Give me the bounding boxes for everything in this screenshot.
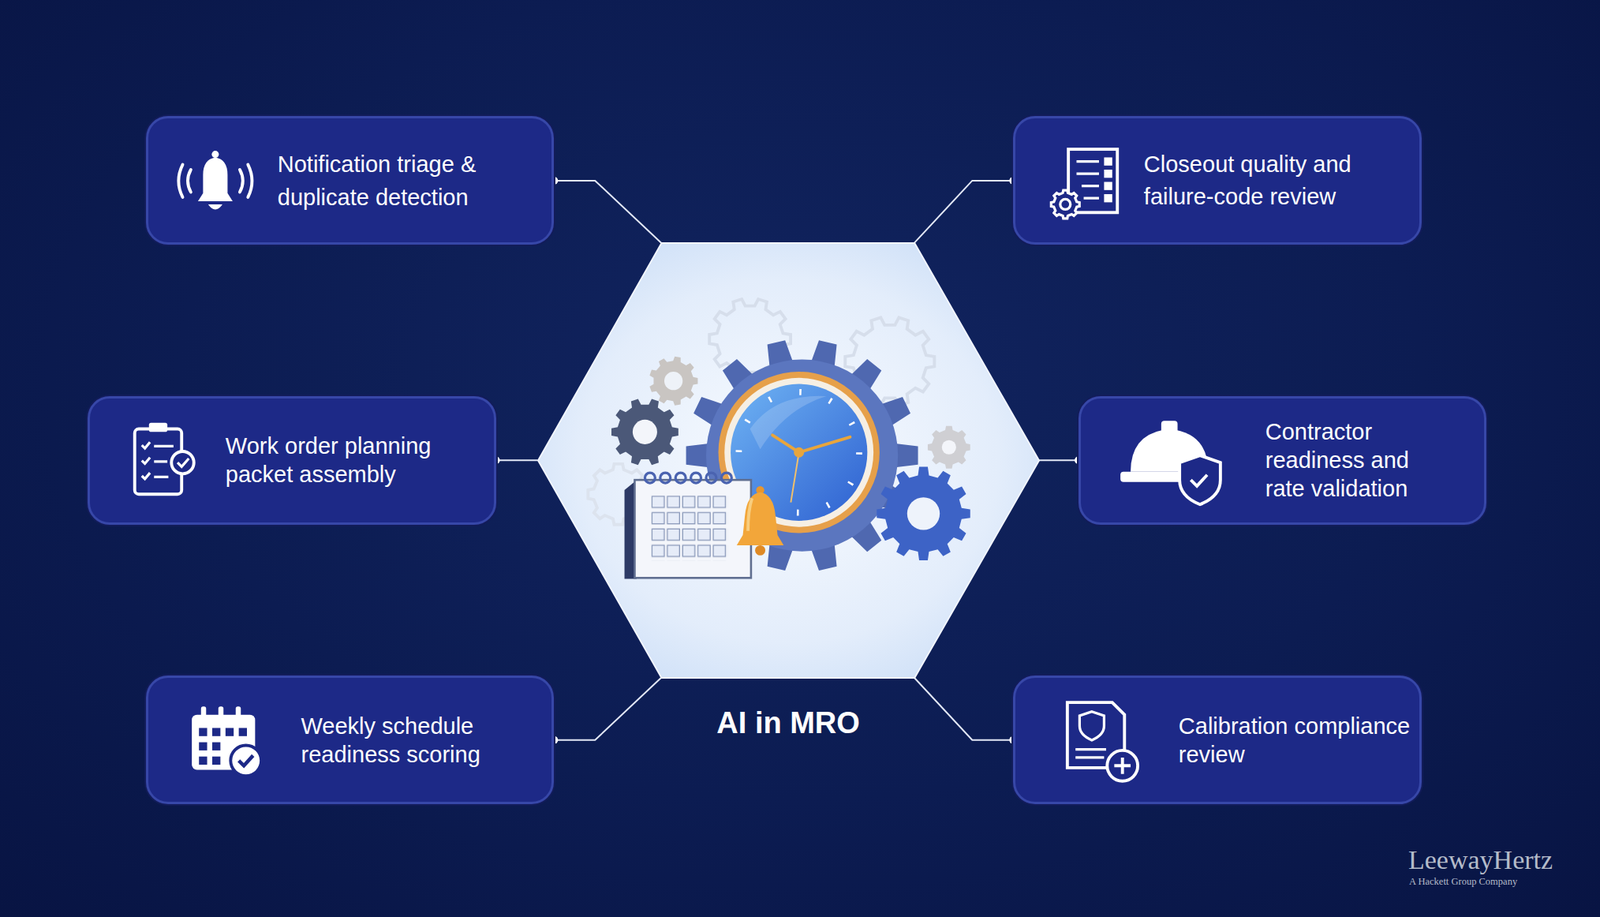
hexagon-shape <box>538 242 1040 678</box>
box-label: Notification triage & duplicate detectio… <box>277 147 546 214</box>
use-case-box: Work order planning packet assembly <box>87 396 496 525</box>
connector-line <box>553 180 662 243</box>
hub-hexagon: AI in MRO <box>538 242 1040 678</box>
use-case-box: Calibration compliance review <box>1013 675 1421 804</box>
connector-line <box>1039 459 1079 461</box>
connector-line <box>553 677 662 741</box>
connector-line <box>914 180 1014 243</box>
box-label: Contractor readiness and rate validation <box>1265 417 1451 503</box>
hub-title: AI in MRO <box>538 705 1040 740</box>
hexagon-outline <box>538 242 1040 678</box>
connector-group <box>1039 456 1083 464</box>
connector-group <box>492 456 539 464</box>
use-case-box: Closeout quality and failure-code review <box>1013 115 1421 245</box>
watermark-brand: LeewayHertz <box>1408 846 1553 874</box>
box-label: Weekly schedule readiness scoring <box>301 711 531 769</box>
use-case-box: Contractor readiness and rate validation <box>1078 396 1487 525</box>
box-label: Closeout quality and failure-code review <box>1143 148 1417 214</box>
connector-group <box>549 176 662 243</box>
connector-group <box>914 677 1017 744</box>
watermark-tagline: A Hackett Group Company <box>1409 876 1518 887</box>
use-case-box: Notification triage & duplicate detectio… <box>145 115 554 245</box>
connector-line <box>496 459 539 461</box>
connector-line <box>914 677 1014 741</box>
box-label: Work order planning packet assembly <box>225 431 479 489</box>
box-label: Calibration compliance review <box>1178 711 1412 769</box>
connector-group <box>549 677 662 744</box>
connector-group <box>914 176 1017 243</box>
use-case-box: Weekly schedule readiness scoring <box>145 675 554 804</box>
